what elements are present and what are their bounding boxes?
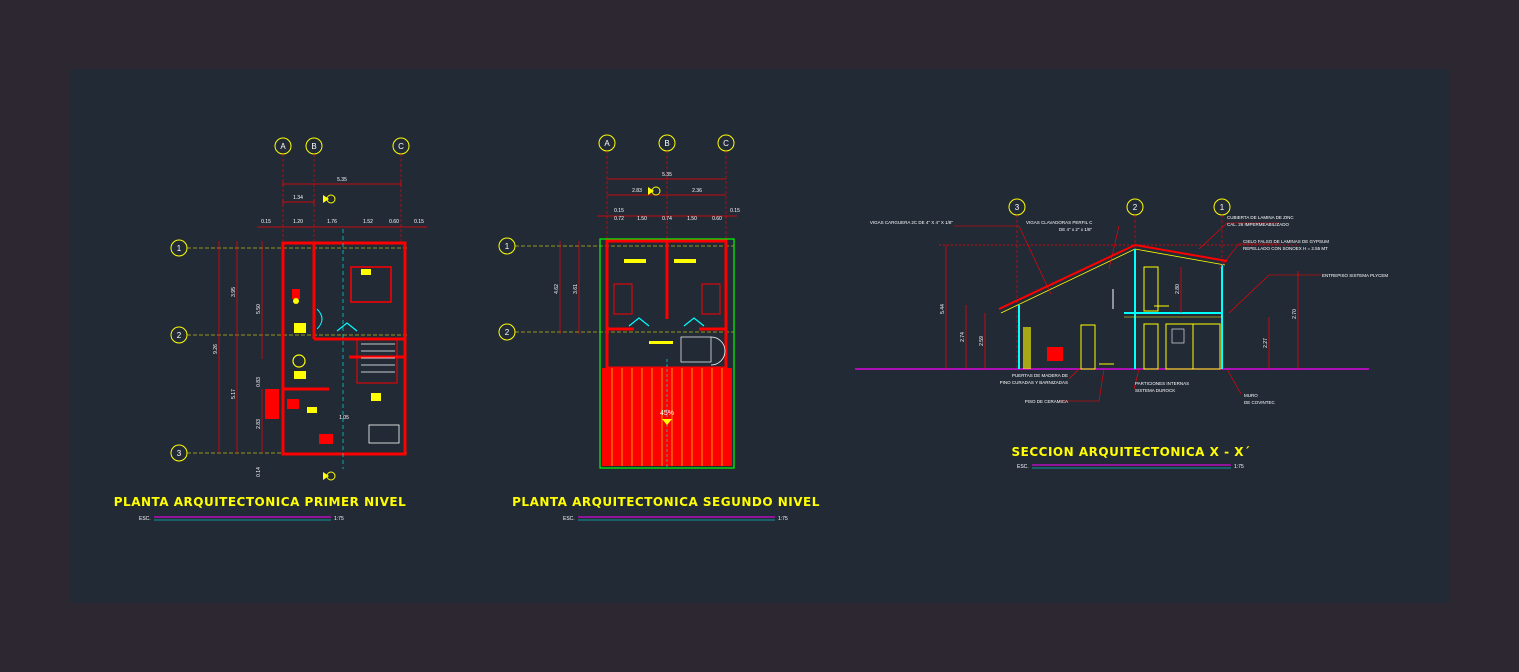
axis-label: 3 — [1015, 203, 1020, 212]
dim-label: 3.61 — [573, 284, 579, 294]
plan1-title: PLANTA ARQUITECTONICA PRIMER NIVEL — [114, 495, 406, 509]
note-cubierta: CUBIERTA DE LAMINA DE ZINC — [1227, 215, 1294, 220]
dim-label: 1.50 — [687, 216, 697, 222]
dim-label: 2.70 — [1292, 309, 1298, 319]
dim-label: 0.15 — [414, 219, 424, 225]
axis-label: A — [604, 139, 610, 148]
axis-label: 2 — [1133, 203, 1138, 212]
dim-label: 2.83 — [256, 419, 262, 429]
dim-label: 3.95 — [231, 287, 237, 297]
axis-bubbles-top: A B C — [598, 134, 735, 239]
note-puertas: PINO CURADAS Y BARNIZADAS — [1000, 380, 1068, 385]
note-vigas-clavadoras: DE 4" x 2" x 1/8" — [1059, 227, 1092, 232]
dim-label: 2.74 — [960, 332, 966, 342]
dim-label: 2.59 — [979, 336, 985, 346]
dim-label: 1.76 — [327, 219, 337, 225]
dimensions-top — [597, 178, 737, 217]
dimensions-left — [218, 241, 263, 453]
scale-prefix: ESC. — [1017, 464, 1029, 470]
axis-label: 2 — [505, 328, 510, 337]
dim-label: 1.50 — [637, 216, 647, 222]
dim-label: 2.27 — [1263, 338, 1269, 348]
scale-value: 1:75 — [778, 516, 788, 522]
dim-label: 5.50 — [256, 304, 262, 314]
dim-label: 0.60 — [389, 219, 399, 225]
dim-label: 9.26 — [213, 344, 219, 354]
dim-label: 2.83 — [632, 188, 642, 194]
note-muro: MURO — [1244, 393, 1258, 398]
section-title: SECCION ARQUITECTONICA X - X´ — [1012, 445, 1251, 459]
note-cielo-falso: REPELLADO CON SONOEX H = 2.55 MT — [1243, 246, 1328, 251]
axis-bubbles-top: A B C — [274, 137, 410, 241]
axis-label: 1 — [1220, 203, 1225, 212]
plan1-furniture — [265, 194, 400, 481]
dim-label: 1.34 — [293, 195, 303, 201]
dim-label: 1.05 — [339, 415, 349, 421]
plan1-walls — [281, 241, 407, 456]
note-cielo-falso: CIELO FALSO DE LAMINAS DE GYPSUM — [1243, 239, 1329, 244]
dim-label: 5.35 — [662, 172, 672, 178]
note-puertas: PUERTAS DE MADERA DE — [1012, 373, 1068, 378]
axis-label: B — [664, 139, 669, 148]
scale-prefix: ESC. — [139, 516, 151, 522]
axis-label: B — [311, 142, 316, 151]
section-dims — [939, 244, 1299, 369]
axis-label: 1 — [177, 244, 182, 253]
cad-drawing: A B C 1 2 3 5.35 — [114, 134, 1388, 522]
dim-label: 5.35 — [337, 177, 347, 183]
note-vigas-carguera: VIGAS CARGUERA 2C DE 4" X 4" X 1/8" — [870, 220, 953, 225]
note-particiones: SISTEMA DUROCK — [1135, 388, 1175, 393]
axis-bubbles: 3 2 1 — [1008, 198, 1231, 369]
note-muro: DE COVINTEC — [1244, 400, 1276, 405]
plan2-boundary — [599, 238, 735, 469]
dim-label: 0.15 — [730, 208, 740, 214]
section-openings — [1023, 266, 1221, 370]
axis-label: 1 — [505, 242, 510, 251]
axis-label: 3 — [177, 449, 182, 458]
drawing-sheet: A B C 1 2 3 5.35 — [69, 69, 1450, 603]
dim-label: 5.44 — [940, 304, 946, 314]
scale-value: 1:75 — [334, 516, 344, 522]
scale-value: 1:75 — [1234, 464, 1244, 470]
dimensions-left — [559, 241, 580, 334]
dim-label: 2.80 — [1175, 284, 1181, 294]
plan2-furniture — [613, 186, 726, 366]
note-vigas-clavadoras: VIGAS CLAVADORAS PERFIL C — [1026, 220, 1093, 225]
dim-label: 1.20 — [293, 219, 303, 225]
dim-label: 5.17 — [231, 389, 237, 399]
slope-label: 45% — [660, 410, 674, 417]
dim-label: 2.36 — [692, 188, 702, 194]
section-leaders — [954, 222, 1321, 402]
plan-primer-nivel: A B C 1 2 3 5.35 — [114, 137, 427, 522]
dim-label: 0.15 — [614, 208, 624, 214]
axis-label: C — [723, 139, 729, 148]
note-piso: PISO DE CERAMICA — [1025, 399, 1068, 404]
axis-label: A — [280, 142, 286, 151]
plan2-title: PLANTA ARQUITECTONICA SEGUNDO NIVEL — [512, 495, 820, 509]
note-entrepiso: ENTREPISO SISTEMA PLYCEM — [1322, 273, 1388, 278]
dim-label: 0.83 — [256, 377, 262, 387]
dimensions-top — [257, 181, 427, 228]
dim-label: 0.60 — [712, 216, 722, 222]
note-cubierta: CAL. 26 IMPERMEABILIZADO — [1227, 222, 1290, 227]
axis-bubbles-left: 1 2 3 — [170, 239, 409, 462]
note-particiones: PARTICIONES INTERNAS — [1135, 381, 1189, 386]
seccion-arquitectonica: 3 2 1 — [855, 198, 1388, 470]
axis-bubbles-left: 1 2 — [498, 237, 734, 341]
plan-segundo-nivel: A B C 1 2 5.35 2.83 2.36 0.15 0.72 1.50 — [498, 134, 820, 522]
plan2-roof-hatch: 45% — [602, 359, 732, 468]
dim-label: 4.62 — [554, 284, 560, 294]
dim-label: 0.14 — [256, 467, 262, 477]
dim-label: 1.52 — [363, 219, 373, 225]
axis-label: 2 — [177, 331, 182, 340]
dim-label: 0.72 — [614, 216, 624, 222]
dim-label: 0.15 — [261, 219, 271, 225]
dim-label: 0.74 — [662, 216, 672, 222]
axis-label: C — [398, 142, 404, 151]
scale-prefix: ESC. — [563, 516, 575, 522]
